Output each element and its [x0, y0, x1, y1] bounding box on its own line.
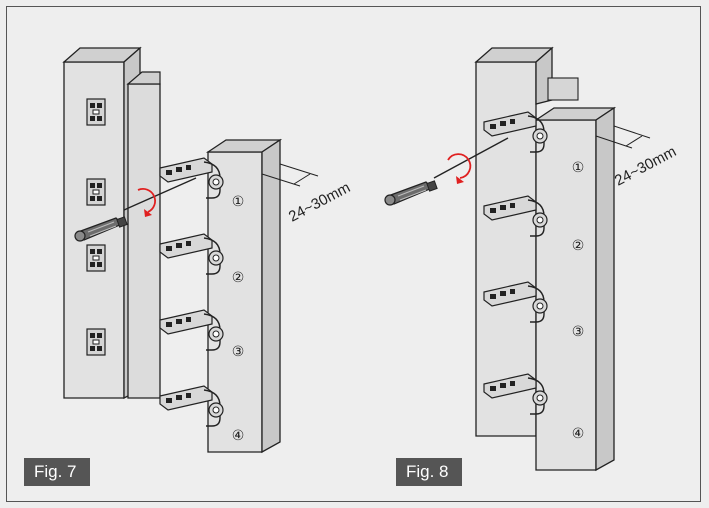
figure-frame — [6, 6, 701, 502]
hinge-number: ④ — [232, 428, 245, 444]
fig7-diagram: 24~30mm ① ② ③ ④ — [62, 46, 353, 454]
fig8-label: Fig. 8 — [396, 458, 462, 486]
mounting-plate-icon — [86, 244, 106, 272]
rotation-arrow-icon — [137, 188, 156, 213]
hinge-number: ② — [232, 270, 245, 286]
mounting-plate-icon — [86, 178, 106, 206]
hinge-number: ② — [572, 238, 585, 254]
fig7-label: Fig. 7 — [24, 458, 90, 486]
fig7-dimension-label: 24~30mm — [286, 179, 353, 226]
hinge-number: ③ — [572, 324, 585, 340]
hinge-number: ① — [232, 194, 245, 210]
fig8-door-panel — [535, 119, 597, 471]
screwdriver-icon — [384, 180, 438, 206]
mounting-plate-icon — [86, 98, 106, 126]
hinge-number: ① — [572, 160, 585, 176]
mounting-plate-icon — [86, 328, 106, 356]
fig8-diagram: 24~30mm ① ② ③ ④ — [384, 46, 679, 472]
hinge-number: ④ — [572, 426, 585, 442]
hinge-number: ③ — [232, 344, 245, 360]
rotation-arrow-icon — [447, 153, 472, 179]
fig8-dimension-label: 24~30mm — [612, 143, 679, 190]
